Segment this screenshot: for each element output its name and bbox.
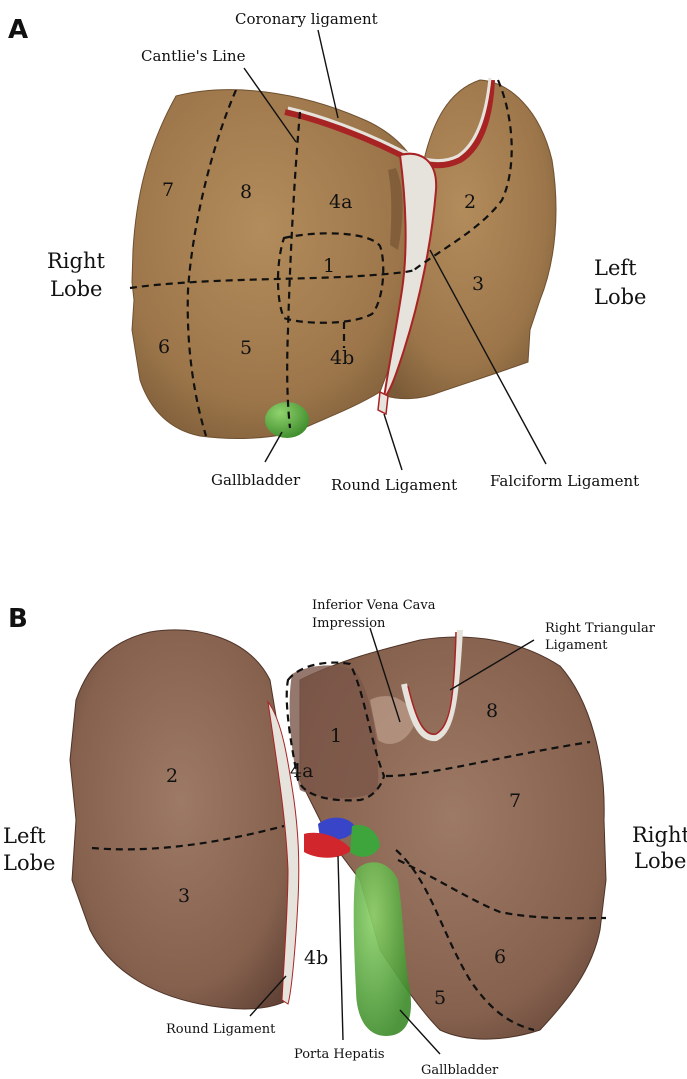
gallbladder-b-label: Gallbladder [421, 1063, 499, 1078]
segment-b-5-label: 5 [434, 987, 446, 1009]
segment-2-label: 2 [464, 191, 476, 213]
segment-7-label: 7 [162, 179, 174, 201]
segment-b-1-label: 1 [330, 725, 342, 747]
right-lobe-b-label-line2: Lobe [634, 849, 686, 873]
left-lobe-label-line1: Left [594, 256, 637, 280]
segment-b-4a-label: 4a [290, 760, 313, 782]
panel-a-letter: A [8, 15, 28, 45]
segment-1-label: 1 [323, 255, 335, 277]
leader-porta [338, 856, 343, 1040]
liver-left-lobe-b [70, 630, 292, 1009]
segment-b-7-label: 7 [509, 790, 521, 812]
leader-round-a [384, 414, 402, 470]
ivc-impression-label-line2: Impression [312, 616, 386, 631]
right-triangular-label-line2: Ligament [545, 638, 608, 653]
right-triangular-label-line1: Right Triangular [545, 621, 656, 636]
gallbladder-a-label: Gallbladder [211, 471, 301, 489]
segment-6-label: 6 [158, 336, 170, 358]
left-lobe-label-line2: Lobe [594, 285, 646, 309]
segment-4a-label: 4a [329, 191, 352, 213]
cantlies-line-label: Cantlie's Line [141, 47, 246, 65]
segment-5-label: 5 [240, 337, 252, 359]
falciform-ligament-label: Falciform Ligament [490, 472, 639, 490]
round-ligament-a-label: Round Ligament [331, 476, 457, 494]
segment-b-2-label: 2 [166, 765, 178, 787]
porta-hepatis-label: Porta Hepatis [294, 1047, 385, 1062]
segment-b-4b-label: 4b [304, 947, 328, 969]
round-ligament-b-label: Round Ligament [166, 1022, 276, 1037]
gallbladder-a [265, 402, 309, 438]
round-ligament-a [378, 392, 388, 414]
segment-b-8-label: 8 [486, 700, 498, 722]
segment-b-3-label: 3 [178, 885, 190, 907]
coronary-ligament-label: Coronary ligament [235, 10, 378, 28]
right-lobe-label-line1: Right [47, 249, 105, 273]
left-lobe-b-label-line1: Left [3, 824, 46, 848]
right-lobe-label-line2: Lobe [50, 277, 102, 301]
right-lobe-b-label-line1: Right [632, 823, 687, 847]
panel-b-letter: B [8, 604, 28, 634]
left-lobe-b-label-line2: Lobe [3, 851, 55, 875]
panel-a: A 7 8 4a 1 2 3 6 5 4b Right Lob [8, 10, 646, 494]
segment-8-label: 8 [240, 181, 252, 203]
panel-b: B 1 8 4a 2 7 3 4b 6 5 [3, 598, 687, 1078]
ivc-impression-label-line1: Inferior Vena Cava [312, 598, 436, 613]
segment-b-6-label: 6 [494, 946, 506, 968]
segment-3-label: 3 [472, 273, 484, 295]
segment-4b-label: 4b [330, 347, 354, 369]
